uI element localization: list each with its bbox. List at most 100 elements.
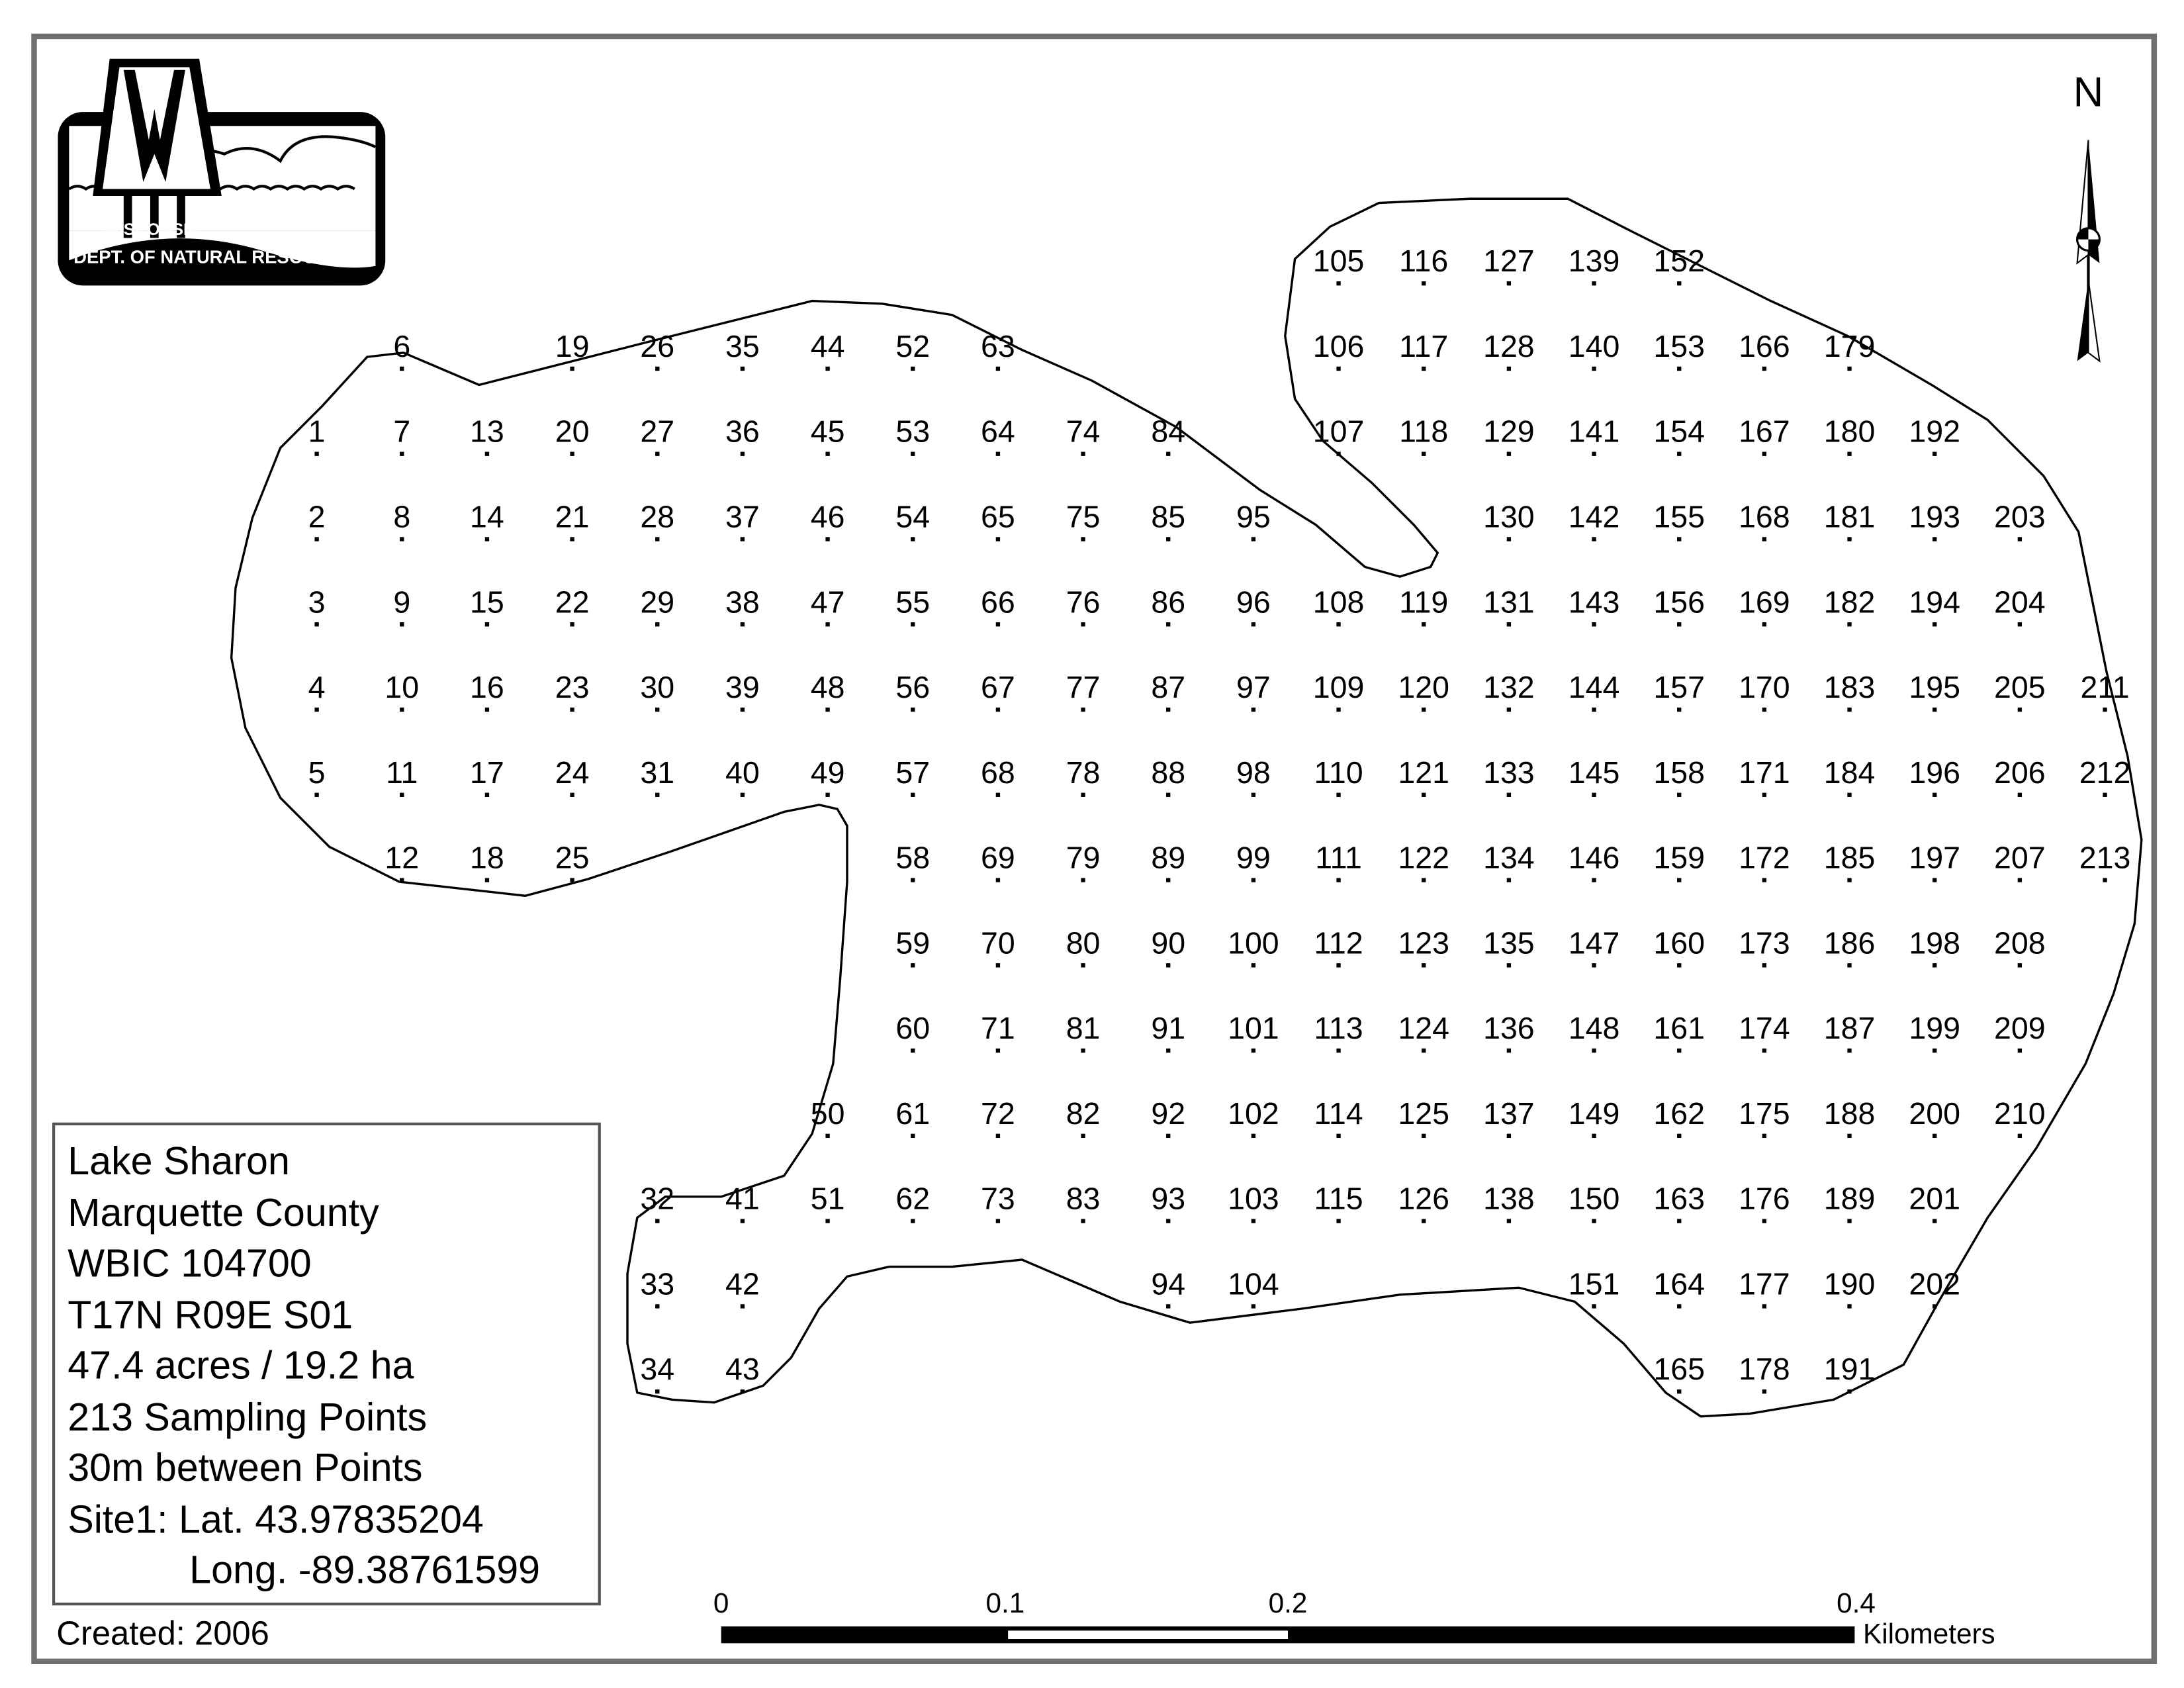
sampling-point-label: 213 <box>2079 841 2131 875</box>
sampling-point-label: 65 <box>981 500 1015 534</box>
sampling-point-label: 136 <box>1483 1011 1535 1045</box>
sampling-point-label: 129 <box>1483 414 1535 449</box>
sampling-point-label: 195 <box>1909 670 1960 704</box>
sampling-point-marker <box>655 1389 660 1394</box>
sampling-point-marker <box>825 366 830 371</box>
sampling-point-marker <box>740 707 745 712</box>
sampling-point-marker <box>911 1219 915 1223</box>
sampling-point-label: 107 <box>1313 414 1365 449</box>
sampling-point-marker <box>995 792 1001 797</box>
sampling-point-marker <box>1336 963 1341 968</box>
sampling-point-label: 114 <box>1314 1096 1363 1131</box>
sampling-point-marker <box>1677 1304 1682 1309</box>
sampling-point-marker <box>1677 451 1682 456</box>
sampling-point-label: 81 <box>1066 1011 1101 1045</box>
sampling-point-marker <box>570 792 574 797</box>
sampling-point-label: 1 <box>308 414 326 449</box>
sampling-point-label: 155 <box>1653 500 1705 534</box>
sampling-point-marker <box>1251 622 1256 627</box>
sampling-point-label: 11 <box>386 755 418 790</box>
sampling-point-label: 18 <box>470 841 504 875</box>
sampling-point-label: 66 <box>981 585 1015 619</box>
legend-line: 213 Sampling Points <box>68 1395 427 1439</box>
sampling-point-marker <box>1762 1389 1767 1394</box>
sampling-point-label: 120 <box>1398 670 1449 704</box>
sampling-point-marker <box>1847 366 1852 371</box>
sampling-point-label: 73 <box>981 1182 1015 1216</box>
sampling-point-marker <box>484 622 490 627</box>
sampling-point-marker <box>1506 537 1512 541</box>
sampling-point-marker <box>1336 792 1341 797</box>
sampling-point-label: 170 <box>1739 670 1790 704</box>
sampling-point-marker <box>400 792 404 797</box>
sampling-point-label: 172 <box>1739 841 1790 875</box>
scale-tick-0: 0 <box>713 1587 729 1618</box>
sampling-point-label: 159 <box>1653 841 1705 875</box>
sampling-point-label: 83 <box>1066 1182 1101 1216</box>
sampling-point-label: 75 <box>1066 500 1101 534</box>
sampling-point-label: 199 <box>1909 1011 1960 1045</box>
sampling-point-marker <box>1506 1133 1512 1139</box>
sampling-point-label: 182 <box>1824 585 1876 619</box>
sampling-point-marker <box>1933 1048 1937 1053</box>
sampling-point-label: 32 <box>640 1182 674 1216</box>
sampling-point-marker <box>1166 707 1171 712</box>
sampling-point-marker <box>1336 878 1341 882</box>
sampling-point-marker <box>1677 1389 1682 1394</box>
sampling-point-label: 130 <box>1483 500 1535 534</box>
sampling-point-label: 34 <box>640 1352 674 1386</box>
sampling-point-label: 148 <box>1569 1011 1620 1045</box>
sampling-point-label: 162 <box>1653 1096 1705 1131</box>
sampling-point-label: 110 <box>1314 755 1363 790</box>
sampling-point-marker <box>740 451 745 456</box>
sampling-point-marker <box>1677 537 1682 541</box>
sampling-point-marker <box>1422 963 1426 968</box>
sampling-point-label: 56 <box>895 670 930 704</box>
sampling-point-label: 180 <box>1824 414 1876 449</box>
sampling-point-label: 87 <box>1151 670 1185 704</box>
wdnr-logo: WISCONSIN DEPT. OF NATURAL RESOURCES <box>58 58 386 286</box>
sampling-point-label: 193 <box>1909 500 1960 534</box>
sampling-point-label: 173 <box>1739 925 1790 960</box>
sampling-point-marker <box>740 622 745 627</box>
sampling-point-label: 209 <box>1994 1011 2046 1045</box>
sampling-point-marker <box>1251 963 1256 968</box>
sampling-point-label: 20 <box>555 414 590 449</box>
sampling-point-marker <box>1762 792 1767 797</box>
sampling-point-marker <box>1166 1133 1171 1139</box>
sampling-point-marker <box>740 537 745 541</box>
sampling-point-label: 71 <box>981 1011 1015 1045</box>
sampling-point-label: 111 <box>1315 841 1362 875</box>
sampling-point-marker <box>2017 1048 2023 1053</box>
sampling-point-label: 86 <box>1151 585 1185 619</box>
sampling-point-label: 153 <box>1653 329 1705 363</box>
sampling-point-marker <box>740 1219 745 1223</box>
sampling-point-label: 186 <box>1824 925 1876 960</box>
sampling-point-label: 157 <box>1653 670 1705 704</box>
sampling-point-marker <box>1336 281 1341 286</box>
sampling-point-label: 176 <box>1739 1182 1790 1216</box>
sampling-point-label: 63 <box>981 329 1015 363</box>
sampling-point-label: 62 <box>895 1182 930 1216</box>
sampling-point-marker <box>1251 878 1256 882</box>
sampling-point-label: 208 <box>1994 925 2046 960</box>
sampling-point-label: 5 <box>308 755 326 790</box>
sampling-point-label: 29 <box>640 585 674 619</box>
sampling-point-label: 94 <box>1151 1266 1185 1301</box>
sampling-point-label: 22 <box>555 585 590 619</box>
sampling-point-label: 47 <box>811 585 845 619</box>
sampling-point-label: 19 <box>555 329 590 363</box>
sampling-point-label: 119 <box>1399 585 1448 619</box>
sampling-point-marker <box>911 707 915 712</box>
sampling-point-label: 131 <box>1483 585 1535 619</box>
sampling-point-marker <box>1592 451 1596 456</box>
sampling-point-label: 37 <box>725 500 760 534</box>
sampling-point-marker <box>1506 281 1512 286</box>
sampling-point-marker <box>740 1304 745 1309</box>
sampling-point-marker <box>1166 1304 1171 1309</box>
sampling-point-marker <box>314 792 319 797</box>
sampling-point-label: 48 <box>811 670 845 704</box>
sampling-point-marker <box>1506 792 1512 797</box>
sampling-point-marker <box>1677 963 1682 968</box>
sampling-point-label: 33 <box>640 1266 674 1301</box>
